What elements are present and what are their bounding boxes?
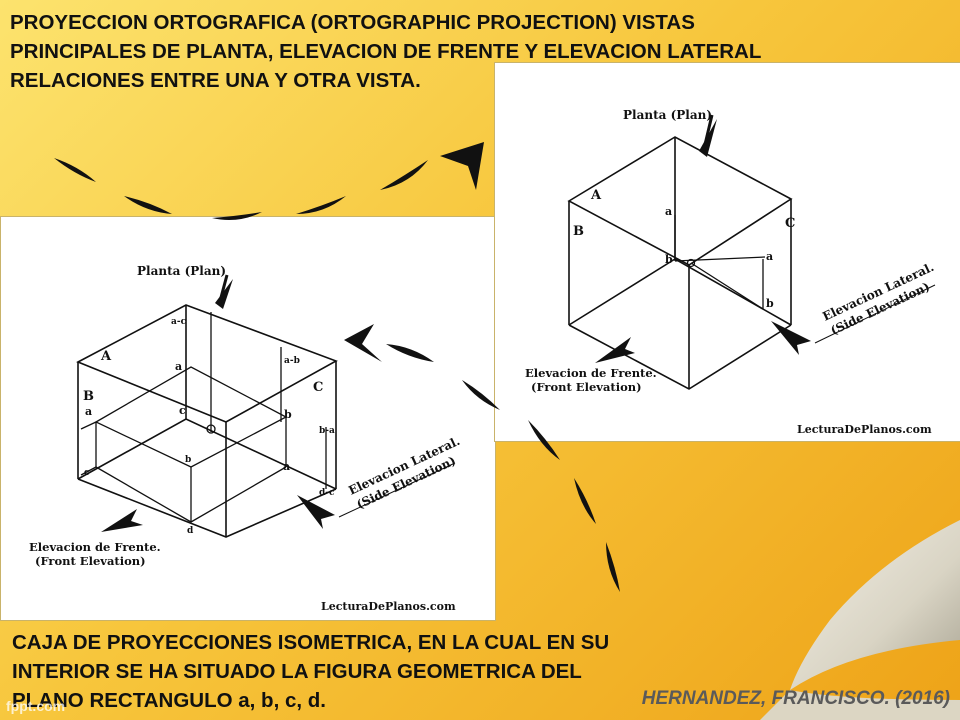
face-label-c-right: C (785, 216, 795, 231)
plan-label: Planta (Plan) (137, 264, 226, 278)
projection-box-drawing: Planta (Plan) Elevacion de Frente. (Fron… (525, 108, 936, 436)
credit-label-right: LecturaDePlanos.com (797, 423, 932, 436)
right-curved-arrow (344, 324, 620, 592)
right-arrow-head (344, 324, 382, 362)
point-label-a-right: a (283, 460, 290, 473)
slide-title: PROYECCION ORTOGRAFICA (ORTOGRAPHIC PROJ… (10, 8, 890, 95)
point-label-b-right: b (284, 408, 292, 421)
top-curved-arrow (54, 142, 484, 220)
side-pointer-arrow (297, 495, 335, 529)
face-label-b-right: B (573, 224, 584, 239)
side-pointer-arrow-right (771, 321, 811, 355)
title-line-1: PROYECCION ORTOGRAFICA (ORTOGRAPHIC PROJ… (10, 11, 695, 34)
caption-line-1: CAJA DE PROYECCIONES ISOMETRICA, EN LA C… (12, 631, 610, 654)
point-label-a-top-right: a (665, 205, 672, 218)
face-label-c: C (313, 380, 323, 395)
top-arrow-head (440, 142, 484, 190)
front-label-2: (Front Elevation) (35, 554, 146, 568)
caption-line-3: PLANO RECTANGULO a, b, c, d. (12, 689, 326, 712)
title-line-2: PRINCIPALES DE PLANTA, ELEVACION DE FREN… (10, 40, 762, 63)
face-label-a-right: A (590, 188, 602, 203)
credit-label: LecturaDePlanos.com (321, 600, 456, 613)
point-label-c-mid: c (179, 404, 186, 417)
inner-plane-lines-right (674, 215, 766, 310)
point-label-ac: a-c (171, 317, 187, 327)
inner-plane-lines (80, 312, 327, 523)
caption-line-2: INTERIOR SE HA SITUADO LA FIGURA GEOMETR… (12, 660, 582, 683)
point-label-d: d (187, 526, 194, 536)
side-label-underline (338, 462, 456, 518)
point-label-b-right-right: b (766, 297, 774, 310)
front-pointer-arrow-right (595, 337, 635, 363)
plan-label-right: Planta (Plan) (623, 108, 712, 122)
author-credit: HERNANDEZ, FRANCISCO. (2016) (641, 688, 950, 709)
point-label-a-top: a (175, 360, 182, 373)
point-label-a-right-right: a (766, 250, 773, 263)
point-label-a-left: a (85, 405, 92, 418)
face-label-a: A (100, 349, 112, 364)
isometric-box-drawing: Planta (Plan) Elevacion de Frente. (Fron… (29, 264, 462, 613)
front-label-1: Elevacion de Frente. (29, 540, 161, 554)
point-label-dc: d-c (319, 488, 335, 498)
front-label-2-right: (Front Elevation) (531, 380, 642, 394)
box-edges (76, 304, 338, 538)
point-label-ab: a-b (284, 356, 300, 366)
front-label-1-right: Elevacion de Frente. (525, 366, 657, 380)
slide-caption: CAJA DE PROYECCIONES ISOMETRICA, EN LA C… (12, 628, 712, 715)
title-line-3: RELACIONES ENTRE UNA Y OTRA VISTA. (10, 69, 421, 92)
watermark: fppt.com (6, 698, 66, 714)
point-label-b-mid: b (185, 455, 191, 465)
point-label-ba: b-a (319, 426, 335, 436)
pointer-arrows (101, 274, 456, 532)
face-label-b: B (83, 389, 94, 404)
pointer-arrows-right (595, 114, 936, 363)
point-label-c-left: c (84, 468, 90, 478)
point-label-b-left-right: b (665, 253, 673, 266)
front-pointer-arrow (101, 509, 143, 532)
projection-box-diagram: Planta (Plan) Elevacion de Frente. (Fron… (494, 62, 960, 442)
side-label-underline-right (814, 284, 936, 344)
